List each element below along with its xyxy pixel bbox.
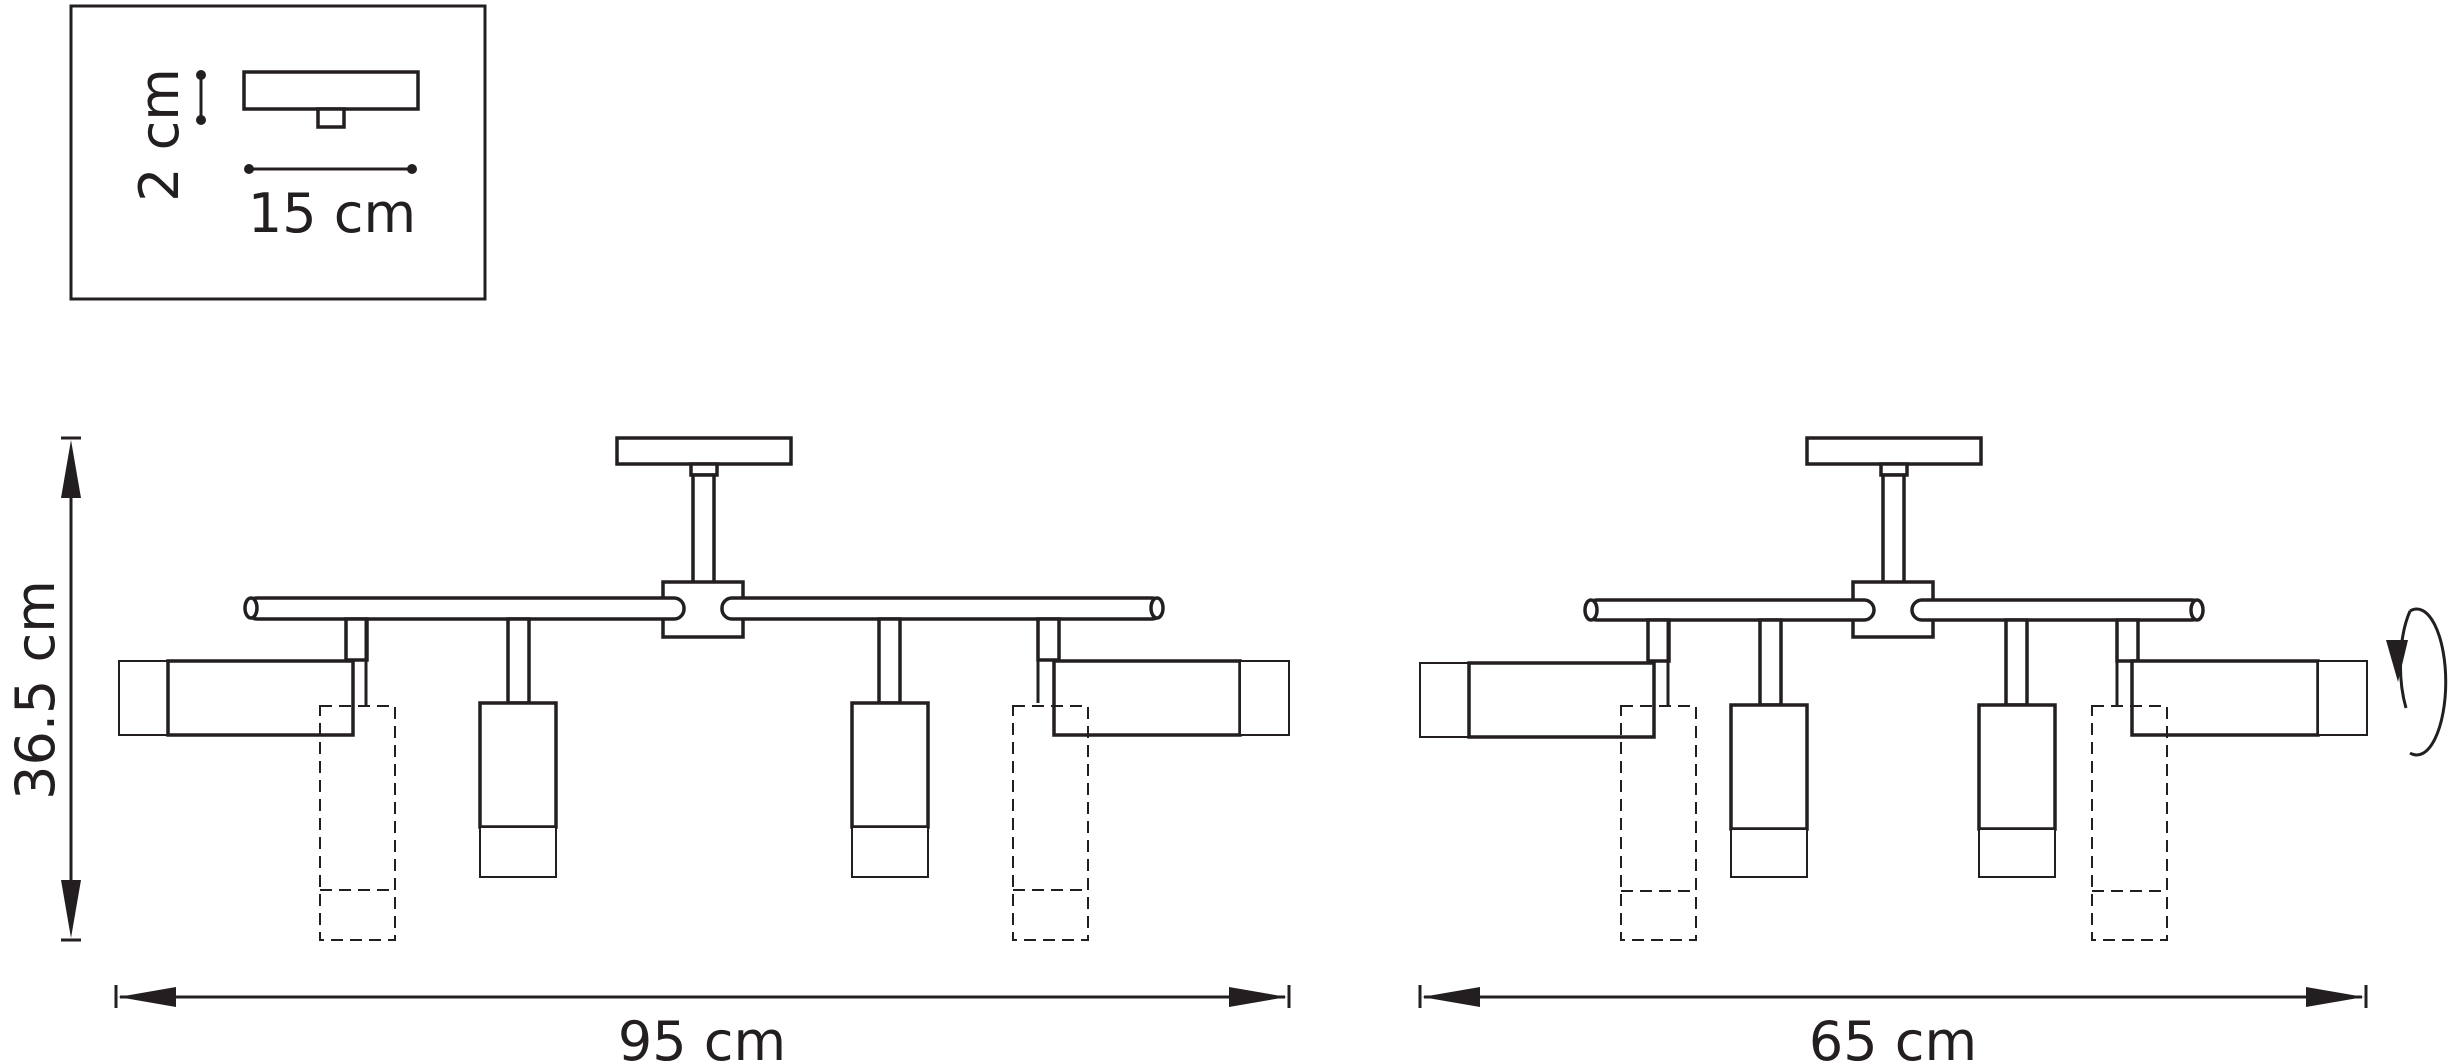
- front-stem: [691, 473, 716, 585]
- inset-width-label: 15 cm: [248, 182, 416, 245]
- rotation-arrow-icon: [2386, 607, 2448, 757]
- side-width-dimension: [1418, 985, 2368, 1008]
- side-stem: [1881, 473, 1906, 585]
- front-spot-2: [478, 617, 558, 878]
- front-width-label: 95 cm: [618, 1010, 786, 1064]
- front-height-label: 36.5 cm: [4, 580, 67, 800]
- side-arm-right: [1910, 598, 2204, 622]
- inset-canopy-stub: [316, 107, 346, 129]
- inset-height-dimension: [196, 70, 206, 125]
- front-width-dimension: [114, 985, 1291, 1008]
- front-height-dimension: [61, 436, 81, 942]
- front-spot-1: [118, 617, 396, 941]
- side-spot-1: [1419, 618, 1697, 941]
- side-spot-3: [1977, 618, 2057, 878]
- canopy-inset: 2 cm 15 cm: [69, 4, 487, 301]
- front-arm-left: [245, 596, 686, 621]
- front-view: 36.5 cm 95 cm: [4, 436, 1291, 1064]
- side-width-label: 65 cm: [1809, 1010, 1977, 1064]
- side-spot-4: [2091, 618, 2368, 941]
- front-spot-4: [1012, 617, 1290, 941]
- side-spot-2: [1729, 618, 1809, 878]
- side-arm-left: [1585, 598, 1876, 622]
- side-view: 65 cm: [1418, 436, 2448, 1064]
- side-canopy: [1805, 436, 1983, 466]
- front-canopy: [615, 436, 793, 466]
- inset-height-label: 2 cm: [128, 68, 191, 202]
- front-spot-3: [850, 617, 930, 878]
- front-arm-right: [720, 596, 1164, 621]
- inset-frame: [69, 4, 487, 301]
- inset-canopy-plate: [242, 70, 420, 111]
- inset-width-dimension: [244, 164, 417, 174]
